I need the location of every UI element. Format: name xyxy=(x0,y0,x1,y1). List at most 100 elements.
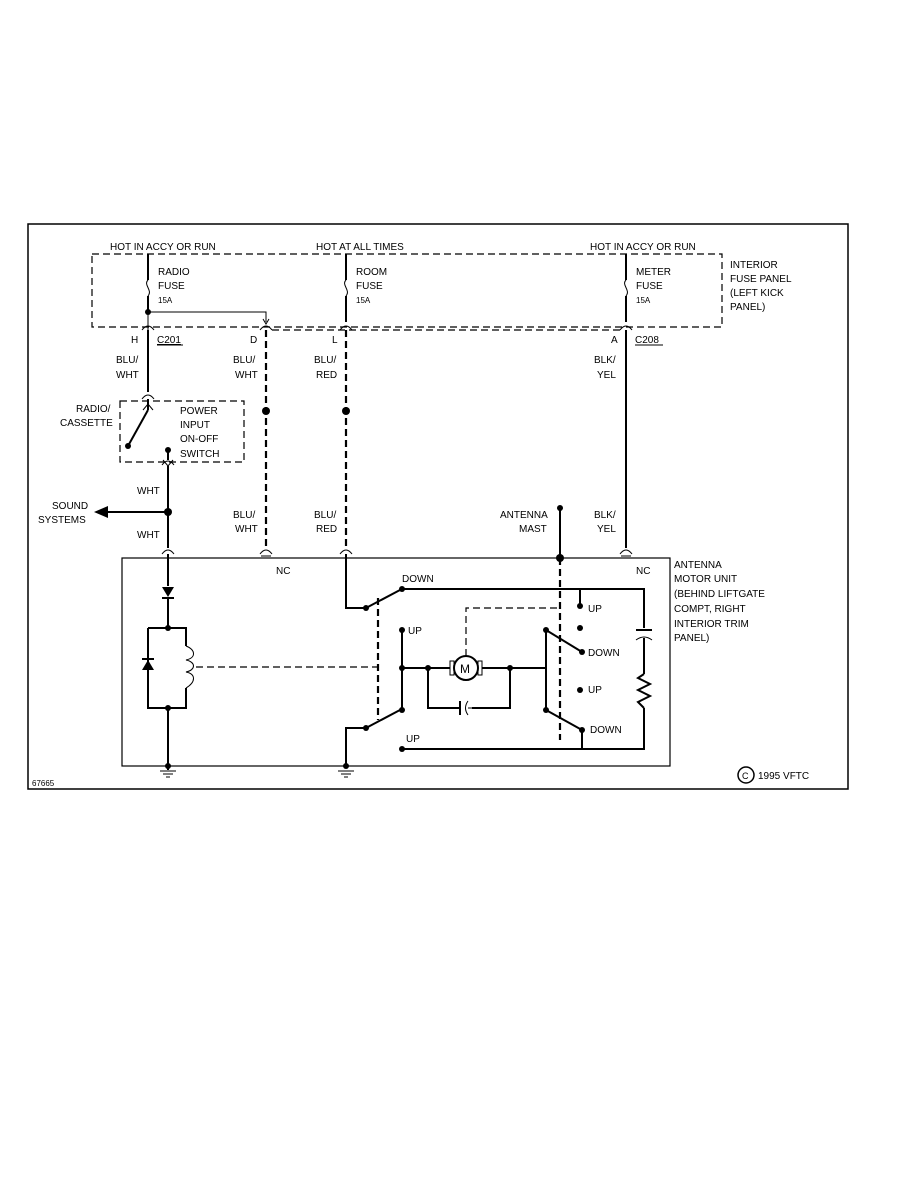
svg-text:INTERIOR: INTERIOR xyxy=(730,260,778,271)
motor-label: M xyxy=(460,662,470,676)
jumper-wire-d xyxy=(148,311,267,322)
pin-l: L xyxy=(332,335,338,346)
svg-text:RED: RED xyxy=(316,370,337,381)
svg-text:RED: RED xyxy=(316,524,337,535)
svg-text:POWER: POWER xyxy=(180,406,218,417)
figure-id: 67665 xyxy=(32,779,55,788)
svg-text:BLU/: BLU/ xyxy=(314,510,336,521)
pin-h: H xyxy=(131,335,138,346)
up-label-left: UP xyxy=(408,626,422,637)
svg-text:(LEFT KICK: (LEFT KICK xyxy=(730,288,784,299)
down-label-top: DOWN xyxy=(402,574,434,585)
up-label-r2: UP xyxy=(588,685,602,696)
ground-icon-left xyxy=(160,763,176,778)
resistor-icon xyxy=(635,673,653,709)
motor-unit-connectors: NC NC xyxy=(161,549,650,577)
limit-switch-upper xyxy=(545,629,583,653)
svg-text:COMPT, RIGHT: COMPT, RIGHT xyxy=(674,604,746,615)
wire-wht-upper: WHT xyxy=(137,486,160,497)
power-label-left: HOT IN ACCY OR RUN xyxy=(110,242,216,253)
power-switch-label: POWER INPUT ON-OFF SWITCH xyxy=(180,406,219,460)
svg-text:SYSTEMS: SYSTEMS xyxy=(38,515,86,526)
svg-text:INPUT: INPUT xyxy=(180,420,210,431)
diagram-frame xyxy=(27,223,849,790)
capacitor-right-icon xyxy=(635,629,653,641)
svg-text:BLU/: BLU/ xyxy=(233,510,255,521)
room-fuse: ROOM FUSE 15A xyxy=(344,254,387,322)
coil-diode-icon xyxy=(142,658,154,670)
svg-text:15A: 15A xyxy=(356,296,371,305)
svg-text:ON-OFF: ON-OFF xyxy=(180,434,218,445)
svg-text:FUSE: FUSE xyxy=(356,281,383,292)
meter-fuse: METER FUSE 15A xyxy=(624,254,671,322)
svg-text:FUSE: FUSE xyxy=(636,281,663,292)
svg-text:1995 VFTC: 1995 VFTC xyxy=(758,771,809,782)
svg-text:PANEL): PANEL) xyxy=(674,633,709,644)
up-label-bottom: UP xyxy=(406,734,420,745)
pin-d: D xyxy=(250,335,257,346)
svg-text:PANEL): PANEL) xyxy=(730,302,765,313)
svg-text:BLU/: BLU/ xyxy=(314,355,336,366)
svg-text:WHT: WHT xyxy=(116,370,139,381)
svg-text:MOTOR UNIT: MOTOR UNIT xyxy=(674,574,737,585)
radio-fuse: RADIO FUSE 15A xyxy=(145,254,190,315)
copyright: C 1995 VFTC xyxy=(737,766,809,784)
svg-text:SOUND: SOUND xyxy=(52,501,88,512)
radio-power-switch xyxy=(127,409,149,447)
wire-labels-d-lower: BLU/ WHT xyxy=(233,510,258,535)
svg-text:C: C xyxy=(742,771,749,781)
fuse-panel-label: INTERIOR FUSE PANEL (LEFT KICK PANEL) xyxy=(730,260,792,313)
wire-labels-l-lower: BLU/ RED xyxy=(314,510,337,535)
svg-text:ROOM: ROOM xyxy=(356,267,387,278)
nc-label-a: NC xyxy=(636,566,650,577)
wire-wht-lower: WHT xyxy=(137,530,160,541)
relay-coil-icon xyxy=(185,645,194,689)
radio-cassette-label: RADIO/ CASSETTE xyxy=(60,404,113,429)
down-label-r2: DOWN xyxy=(590,725,622,736)
antenna-mast: ANTENNA MAST xyxy=(500,505,564,562)
power-label-center: HOT AT ALL TIMES xyxy=(316,242,404,253)
svg-text:FUSE PANEL: FUSE PANEL xyxy=(730,274,792,285)
diode-icon xyxy=(162,587,174,597)
antenna-motor-unit-box xyxy=(121,557,671,767)
pin-a: A xyxy=(611,335,618,346)
svg-text:BLK/: BLK/ xyxy=(594,510,616,521)
svg-text:RADIO/: RADIO/ xyxy=(76,404,111,415)
svg-text:RADIO: RADIO xyxy=(158,267,190,278)
connector-c208: C208 xyxy=(635,335,659,346)
fuse-panel-box xyxy=(91,253,723,328)
wire-labels-a-lower: BLK/ YEL xyxy=(594,510,616,535)
svg-text:(BEHIND LIFTGATE: (BEHIND LIFTGATE xyxy=(674,589,765,600)
svg-text:15A: 15A xyxy=(636,296,651,305)
svg-text:ANTENNA: ANTENNA xyxy=(500,510,548,521)
capacitor-motor-icon xyxy=(459,700,472,716)
svg-text:INTERIOR TRIM: INTERIOR TRIM xyxy=(674,619,749,630)
svg-text:WHT: WHT xyxy=(235,370,258,381)
up-label-r1: UP xyxy=(588,604,602,615)
sound-systems-arrow xyxy=(94,506,108,518)
svg-text:WHT: WHT xyxy=(235,524,258,535)
svg-text:15A: 15A xyxy=(158,296,173,305)
limit-switch-lower xyxy=(545,709,583,731)
motor-unit-label: ANTENNA MOTOR UNIT (BEHIND LIFTGATE COMP… xyxy=(674,560,765,644)
svg-text:YEL: YEL xyxy=(597,370,616,381)
svg-text:BLK/: BLK/ xyxy=(594,355,616,366)
connector-row: H C201 D L A C208 xyxy=(131,312,663,346)
svg-text:SWITCH: SWITCH xyxy=(180,449,219,460)
svg-text:BLU/: BLU/ xyxy=(233,355,255,366)
svg-text:BLU/: BLU/ xyxy=(116,355,138,366)
svg-text:CASSETTE: CASSETTE xyxy=(60,418,113,429)
svg-text:FUSE: FUSE xyxy=(158,281,185,292)
svg-text:MAST: MAST xyxy=(519,524,547,535)
svg-text:YEL: YEL xyxy=(597,524,616,535)
power-label-right: HOT IN ACCY OR RUN xyxy=(590,242,696,253)
nc-label-d: NC xyxy=(276,566,290,577)
relay-switch-upper xyxy=(365,589,401,609)
relay-switch-lower xyxy=(365,709,401,729)
wire-labels-upper: BLU/ WHT BLU/ WHT BLU/ RED BLK/ YEL xyxy=(116,355,616,381)
sound-systems-label: SOUND SYSTEMS xyxy=(38,501,88,526)
connector-c201: C201 xyxy=(157,335,181,346)
radio-switch-box xyxy=(119,400,245,463)
down-label-r1: DOWN xyxy=(588,648,620,659)
